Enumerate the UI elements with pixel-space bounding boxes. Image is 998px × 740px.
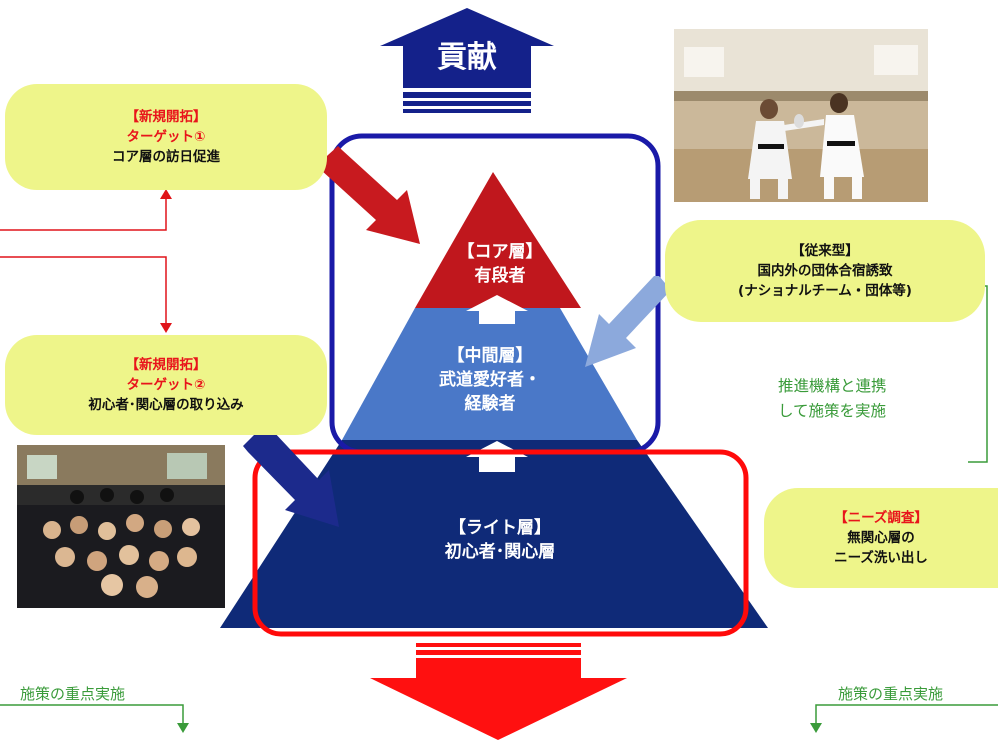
focus-note-right: 施策の重点実施: [838, 685, 944, 703]
pyramid-light-tier: [220, 440, 768, 628]
light-frame: [252, 449, 749, 637]
karate-photo-graphic: [674, 29, 928, 202]
target1-desc: コア層の訪日促進: [112, 149, 220, 165]
core-tier-title: 【コア層】: [457, 242, 543, 262]
navy-diagonal-arrow: [243, 424, 339, 527]
focus-note-left: 施策の重点実施: [20, 685, 126, 703]
partner-note: 推進機構と連携 して施策を実施: [778, 374, 958, 424]
pyramid-middle-tier: [342, 308, 637, 440]
green-focus-line-right: [815, 704, 998, 725]
red-diagonal-arrow: [317, 146, 420, 244]
target1-tag: 【新規開拓】: [125, 109, 207, 125]
green-arrowhead-right-icon: [810, 723, 822, 733]
red-connector-lines: [0, 198, 167, 325]
middle-tier-title: 【中間層】: [447, 346, 533, 366]
needs-tag: 【ニーズ調査】: [834, 510, 928, 526]
partner-note-line1: 推進機構と連携: [778, 377, 887, 395]
middle-tier-desc2: 経験者: [464, 394, 516, 414]
conventional-tag: 【従来型】: [791, 243, 859, 259]
target2-bubble: 【新規開拓】 ターゲット② 初心者･関心層の取り込み: [5, 335, 327, 435]
target1-bubble: 【新規開拓】 ターゲット① コア層の訪日促進: [5, 84, 327, 190]
lightblue-diagonal-arrow: [585, 276, 671, 367]
middle-tier-desc1: 武道愛好者・: [439, 370, 541, 390]
core-tier-desc: 有段者: [474, 266, 526, 286]
target1-target: ターゲット①: [126, 129, 206, 145]
downward-arrow: [370, 643, 627, 740]
red-arrowhead-down-icon: [160, 323, 172, 333]
red-arrowhead-up-icon: [160, 189, 172, 199]
contribution-label: 貢献: [437, 40, 497, 75]
target2-tag: 【新規開拓】: [125, 357, 207, 373]
green-focus-line-left: [0, 704, 184, 725]
middle-tier-label: 【中間層】 武道愛好者・ 経験者: [400, 344, 580, 416]
green-arrowhead-left-icon: [177, 723, 189, 733]
conventional-line2: 国内外の団体合宿誘致: [757, 263, 893, 279]
pyramid-core-tier: [415, 172, 581, 308]
conventional-bubble: 【従来型】 国内外の団体合宿誘致 (ナショナルチーム・団体等): [665, 220, 985, 322]
target2-desc: 初心者･関心層の取り込み: [88, 397, 244, 413]
core-tier-label: 【コア層】 有段者: [425, 240, 575, 288]
partner-note-line2: して施策を実施: [778, 402, 887, 420]
up-arrow-icon: [466, 295, 528, 324]
needs-line3: ニーズ洗い出し: [834, 550, 928, 566]
group-photo-graphic: [17, 445, 225, 608]
conventional-line3: (ナショナルチーム・団体等): [738, 283, 912, 299]
light-tier-title: 【ライト層】: [449, 518, 551, 538]
target2-target: ターゲット②: [126, 377, 206, 393]
light-tier-label: 【ライト層】 初心者･関心層: [400, 516, 600, 564]
contribution-arrow: [380, 8, 554, 113]
needs-line2: 無関心層の: [847, 530, 915, 546]
needs-bubble: 【ニーズ調査】 無関心層の ニーズ洗い出し: [764, 488, 998, 588]
karate-photo: [674, 29, 928, 202]
group-photo: [17, 445, 225, 608]
up-arrow-icon: [466, 441, 528, 472]
light-tier-desc: 初心者･関心層: [444, 542, 556, 562]
